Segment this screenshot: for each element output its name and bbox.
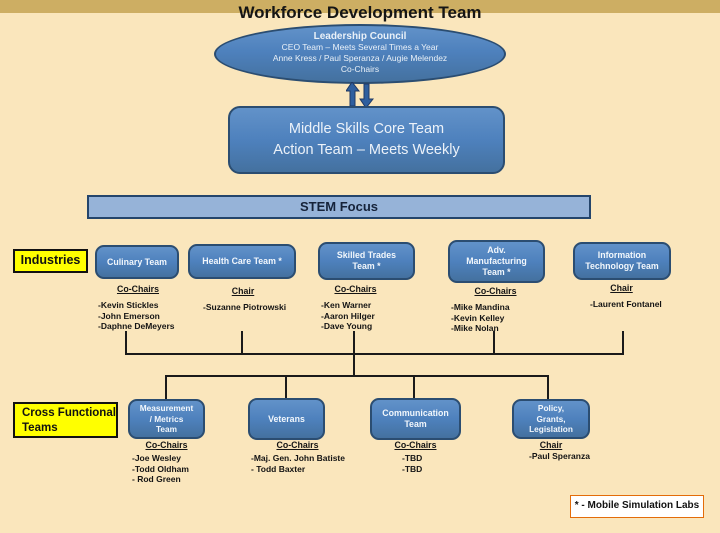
member-name: -TBD: [402, 463, 423, 474]
culinary-chairs: Co-Chairs -Kevin Stickles -John Emerson …: [92, 284, 184, 332]
node-veterans-team: Veterans: [248, 398, 325, 440]
connector-line: [622, 331, 624, 354]
veterans-chairs: Co-Chairs -Maj. Gen. John Batiste - Todd…: [240, 440, 355, 474]
member-name: -Todd Oldham: [132, 463, 189, 474]
policy-chairs: Chair -Paul Speranza: [512, 440, 590, 462]
top-strip: [0, 0, 720, 13]
role-header: Chair: [231, 286, 255, 296]
member-name: -Mike Nolan: [451, 323, 499, 334]
node-adv-manufacturing-team: Adv. Manufacturing Team *: [448, 240, 545, 283]
stem-focus-bar: STEM Focus: [87, 195, 591, 219]
health-care-chairs: Chair -Suzanne Piotrowski: [190, 286, 296, 313]
node-health-care-team: Health Care Team *: [188, 244, 296, 279]
adv-manufacturing-chairs: Co-Chairs -Mike Mandina -Kevin Kelley -M…: [447, 286, 544, 334]
member-name: -Kevin Kelley: [451, 312, 505, 323]
leadership-line: CEO Team – Meets Several Times a Year: [281, 42, 439, 52]
leadership-cochairs-label: Co-Chairs: [340, 64, 380, 74]
role-header: Chair: [539, 440, 563, 450]
node-information-technology-team: Information Technology Team: [573, 242, 671, 280]
leadership-cochairs-names: Anne Kress / Paul Speranza / Augie Melen…: [272, 53, 448, 63]
role-header: Co-Chairs: [116, 284, 160, 294]
page-title: Workforce Development Team: [238, 3, 482, 22]
member-name: - Todd Baxter: [251, 463, 306, 474]
connector-line: [285, 375, 287, 400]
connector-line: [413, 375, 415, 400]
member-name: -Dave Young: [321, 321, 373, 332]
member-name: -Mike Mandina: [451, 302, 510, 312]
member-name: -Aaron Hilger: [321, 310, 375, 321]
member-name: -Ken Warner: [321, 300, 372, 310]
member-name: -Daphne DeMeyers: [98, 321, 175, 332]
connector-line: [241, 331, 243, 354]
leadership-council-node: Leadership Council CEO Team – Meets Seve…: [214, 24, 506, 84]
connector-line: [165, 375, 549, 377]
member-name: -Joe Wesley: [132, 453, 181, 463]
member-name: -John Emerson: [98, 310, 160, 321]
node-culinary-team: Culinary Team: [95, 245, 179, 279]
member-name: -Paul Speranza: [529, 451, 590, 461]
member-name: -TBD: [402, 453, 423, 463]
node-policy-grants-legislation-team: Policy, Grants, Legislation: [512, 399, 590, 439]
node-skilled-trades-team: Skilled Trades Team *: [318, 242, 415, 280]
connector-line: [547, 375, 549, 400]
connector-line: [125, 331, 127, 354]
connector-line: [493, 331, 495, 354]
communication-chairs: Co-Chairs -TBD -TBD: [370, 440, 461, 474]
footnote-box: * - Mobile Simulation Labs: [570, 495, 704, 518]
node-communication-team: Communication Team: [370, 398, 461, 440]
connector-line: [165, 375, 167, 400]
member-name: -Suzanne Piotrowski: [203, 302, 287, 312]
role-header: Co-Chairs: [276, 440, 319, 450]
role-header: Co-Chairs: [334, 284, 377, 294]
information-technology-chairs: Chair -Laurent Fontanel: [572, 283, 671, 310]
core-team-line1: Middle Skills Core Team: [288, 121, 445, 137]
role-header: Co-Chairs: [474, 286, 517, 296]
core-team-line2: Action Team – Meets Weekly: [273, 142, 460, 158]
member-name: -Laurent Fontanel: [590, 299, 662, 309]
measurement-chairs: Co-Chairs -Joe Wesley -Todd Oldham - Rod…: [124, 440, 209, 485]
node-measurement-metrics-team: Measurement / Metrics Team: [128, 399, 205, 439]
member-name: -Kevin Stickles: [98, 300, 159, 310]
leadership-title: Leadership Council: [313, 31, 407, 42]
connector-line: [125, 353, 624, 355]
member-name: - Rod Green: [132, 474, 181, 485]
core-team-node: Middle Skills Core Team Action Team – Me…: [228, 106, 505, 174]
skilled-trades-chairs: Co-Chairs -Ken Warner -Aaron Hilger -Dav…: [307, 284, 404, 332]
role-header: Co-Chairs: [394, 440, 437, 450]
cross-functional-label: Cross Functional Teams: [13, 402, 118, 438]
role-header: Co-Chairs: [145, 440, 188, 450]
member-name: -Maj. Gen. John Batiste: [251, 453, 345, 463]
industries-label: Industries: [13, 249, 88, 273]
role-header: Chair: [610, 283, 633, 293]
